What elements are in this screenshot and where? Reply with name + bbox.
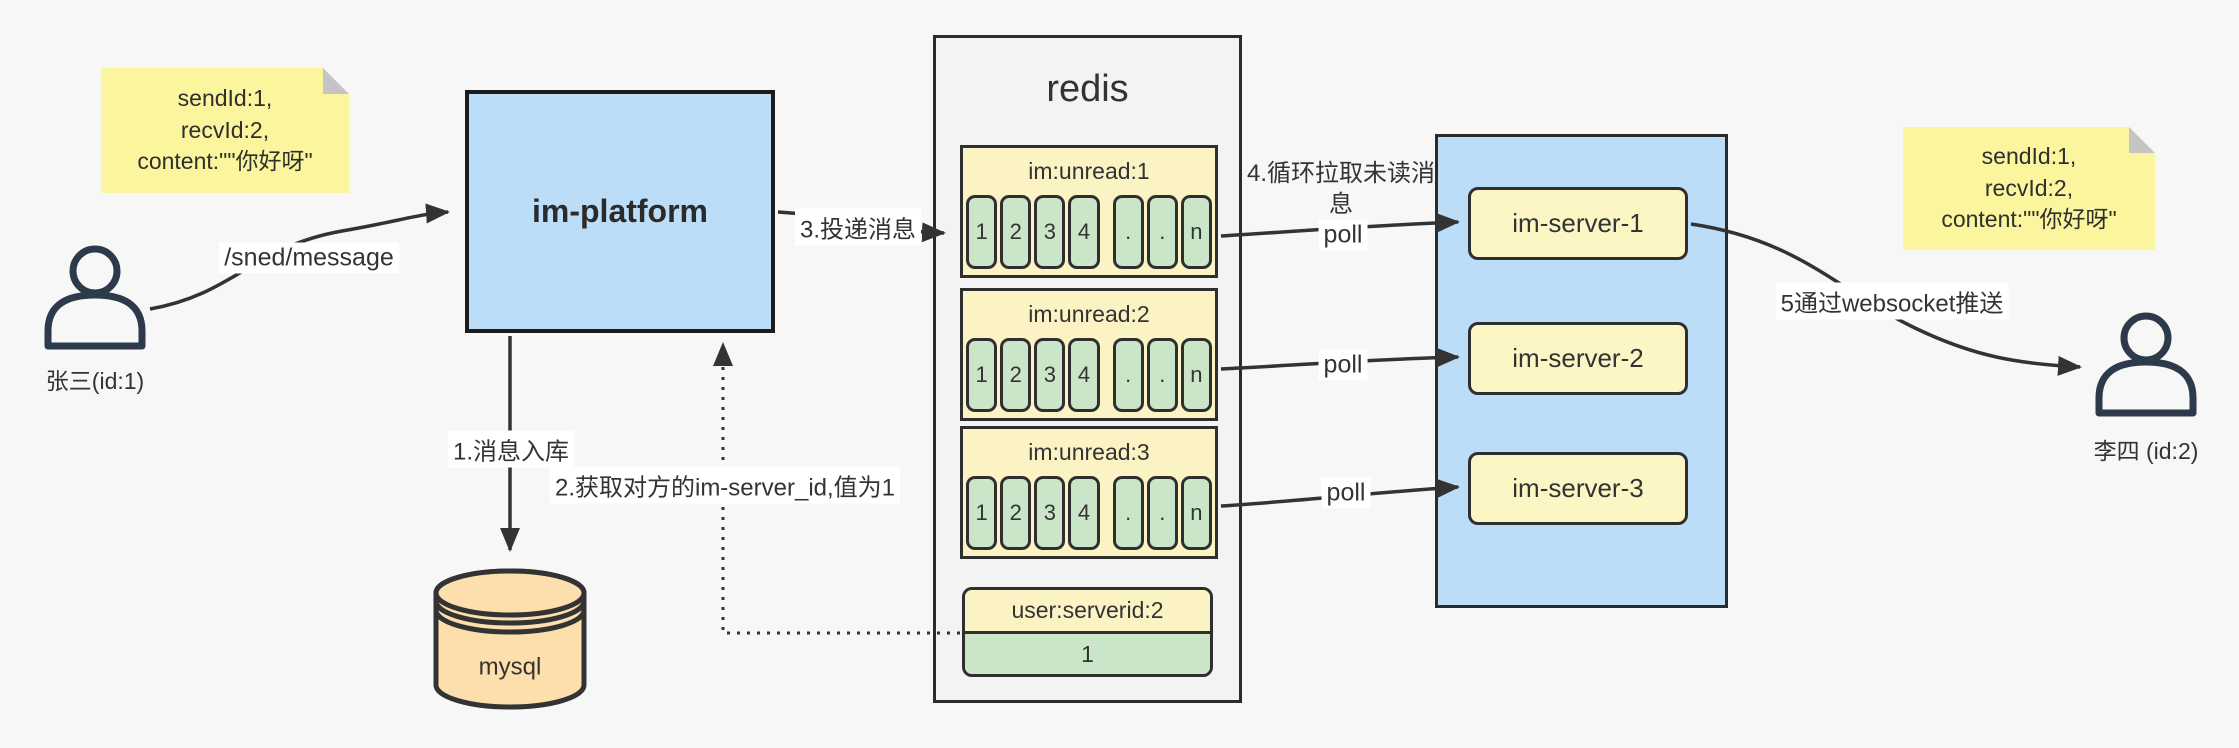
list-cell: . <box>1112 476 1144 550</box>
poll-label-2: poll <box>1318 349 1368 381</box>
note-line: content:""你好呀" <box>137 148 313 175</box>
list-cell: n <box>1180 195 1212 269</box>
unread-list-1-cells: 1 2 3 4 . . n <box>966 195 1212 269</box>
sticky-note-receiver: sendId:1, recvId:2, content:""你好呀" <box>1903 127 2155 250</box>
redis-title: redis <box>1046 68 1129 110</box>
im-server-3-label: im-server-3 <box>1512 473 1644 503</box>
unread-list-2: im:unread:2 1 2 3 4 . . n <box>960 288 1218 421</box>
unread-list-3-cells: 1 2 3 4 . . n <box>966 476 1212 550</box>
list-cell: . <box>1112 195 1144 269</box>
im-server-1-box: im-server-1 <box>1468 187 1688 260</box>
im-platform-label: im-platform <box>532 193 708 229</box>
user-serverid-key: user:serverid:2 <box>965 590 1210 634</box>
poll-label-3: poll <box>1321 477 1371 509</box>
sender-label: 张三(id:1) <box>45 368 145 394</box>
note-line: recvId:2, <box>180 116 270 143</box>
im-server-1-label: im-server-1 <box>1512 208 1644 238</box>
receiver-label: 李四 (id:2) <box>2093 438 2199 464</box>
unread-list-2-key: im:unread:2 <box>1028 301 1150 327</box>
list-cell: 4 <box>1068 195 1100 269</box>
list-cell: 1 <box>966 195 998 269</box>
unread-list-2-cells: 1 2 3 4 . . n <box>966 338 1212 412</box>
im-server-3-box: im-server-3 <box>1468 452 1688 525</box>
note-line: content:""你好呀" <box>1941 206 2117 233</box>
sender-user-icon <box>35 245 155 355</box>
step2-label: 2.获取对方的im-server_id,值为1 <box>549 466 901 504</box>
list-cell: . <box>1146 476 1178 550</box>
note-line: sendId:1, <box>177 84 273 111</box>
list-cell: 1 <box>966 476 998 550</box>
list-cell: 3 <box>1034 195 1066 269</box>
list-cell: . <box>1146 195 1178 269</box>
mysql-label: mysql <box>478 653 542 681</box>
list-cell: n <box>1180 476 1212 550</box>
note-line: sendId:1, <box>1981 142 2077 169</box>
im-server-2-box: im-server-2 <box>1468 322 1688 395</box>
list-cell: 1 <box>966 338 998 412</box>
list-cell: 2 <box>1000 476 1032 550</box>
im-platform-box: im-platform <box>465 90 775 333</box>
im-server-2-label: im-server-2 <box>1512 343 1644 373</box>
step3-label: 3.投递消息 <box>794 208 922 246</box>
list-cell: 3 <box>1034 476 1066 550</box>
receiver-user-icon <box>2086 312 2206 422</box>
list-cell: . <box>1146 338 1178 412</box>
user-serverid-box: user:serverid:2 1 <box>962 587 1213 677</box>
sticky-note-sender: sendId:1, recvId:2, content:""你好呀" <box>101 68 349 193</box>
send-message-label: /sned/message <box>219 242 399 274</box>
list-cell: 4 <box>1068 338 1100 412</box>
list-cell: n <box>1180 338 1212 412</box>
step4-label: 4.循环拉取未读消息 <box>1246 159 1435 218</box>
list-cell: . <box>1112 338 1144 412</box>
unread-list-1-key: im:unread:1 <box>1028 158 1150 184</box>
list-cell: 4 <box>1068 476 1100 550</box>
step1-label: 1.消息入库 <box>447 430 575 468</box>
list-cell: 2 <box>1000 338 1032 412</box>
unread-list-3: im:unread:3 1 2 3 4 . . n <box>960 426 1218 559</box>
list-cell: 3 <box>1034 338 1066 412</box>
list-cell: 2 <box>1000 195 1032 269</box>
poll-label-1: poll <box>1318 219 1368 251</box>
step5-label: 5通过websocket推送 <box>1775 282 2009 320</box>
unread-list-1: im:unread:1 1 2 3 4 . . n <box>960 145 1218 278</box>
note-line: recvId:2, <box>1984 174 2074 201</box>
mysql-database-icon <box>430 563 590 720</box>
user-serverid-value: 1 <box>965 634 1210 674</box>
unread-list-3-key: im:unread:3 <box>1028 439 1150 465</box>
